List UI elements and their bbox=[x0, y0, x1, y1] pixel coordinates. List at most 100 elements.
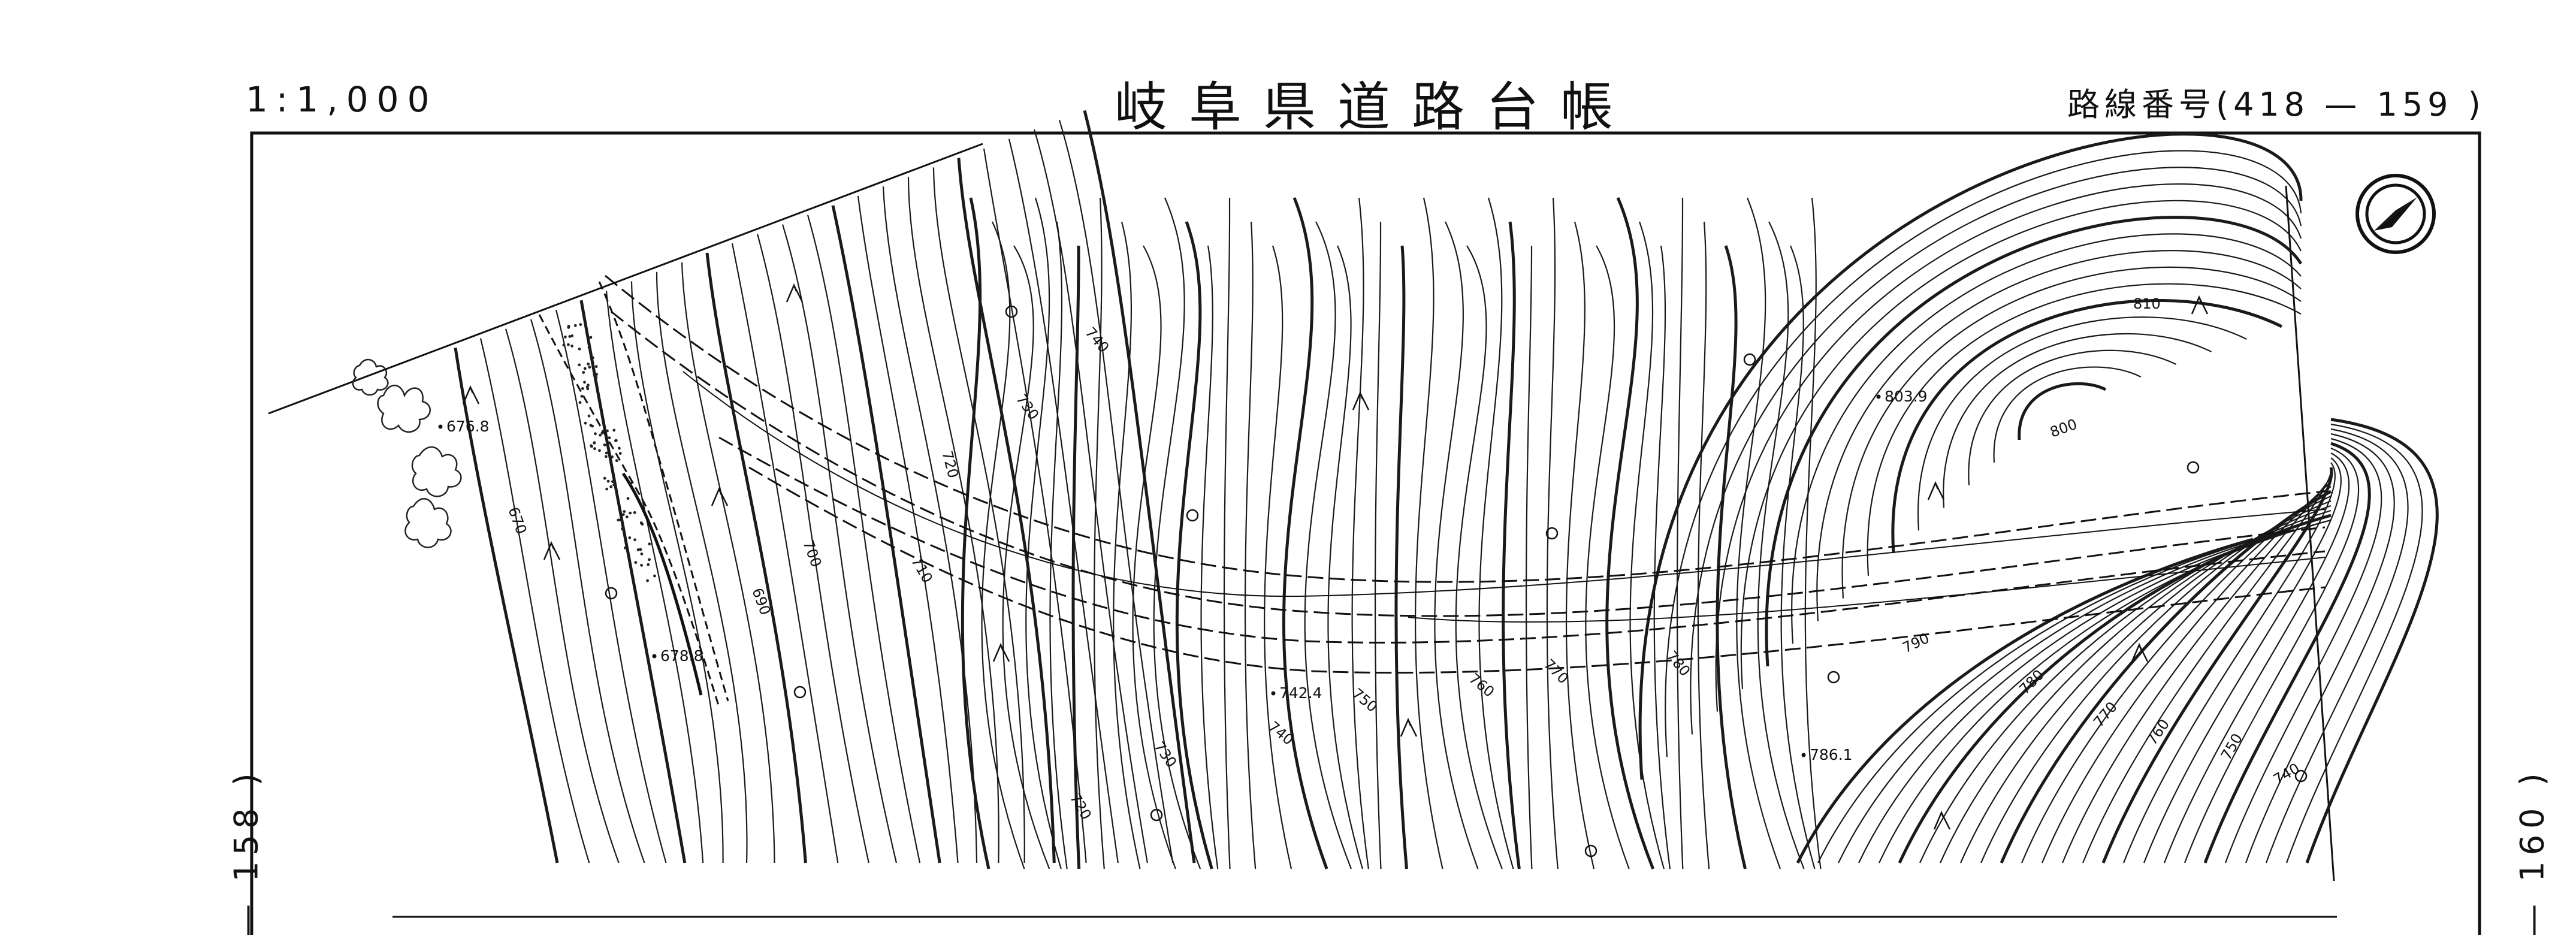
contour-line bbox=[2101, 467, 2333, 864]
contour-line bbox=[2018, 382, 2107, 440]
gravel-dot bbox=[614, 439, 617, 442]
spot-height-label: 678.8 bbox=[660, 647, 703, 665]
contour-line bbox=[981, 221, 1025, 869]
contour-line bbox=[857, 195, 959, 864]
gravel-dot bbox=[618, 446, 621, 450]
gravel-dot bbox=[606, 429, 609, 433]
contour-label: 740 bbox=[2270, 760, 2303, 788]
contour-line bbox=[731, 243, 839, 864]
gravel-dot bbox=[629, 511, 632, 515]
contour-label: 750 bbox=[2218, 730, 2246, 763]
gravel-dot bbox=[578, 401, 582, 404]
spot-height-label: 786.1 bbox=[1810, 746, 1853, 763]
contour-line bbox=[1455, 245, 1503, 869]
contour-label: 690 bbox=[748, 585, 774, 617]
contour-line bbox=[1697, 221, 1710, 869]
gravel-dot bbox=[623, 510, 626, 513]
gravel-dot bbox=[646, 579, 649, 582]
contour-line bbox=[1374, 221, 1382, 869]
gravel-dot bbox=[579, 323, 582, 326]
contour-line bbox=[1025, 197, 1062, 869]
gravel-dot bbox=[621, 527, 624, 530]
contour-line bbox=[2305, 418, 2439, 864]
stream-channel bbox=[538, 281, 729, 708]
gravel-dot bbox=[591, 356, 594, 360]
contour-line bbox=[1968, 349, 2177, 485]
gravel-dot bbox=[580, 394, 584, 398]
gravel-dot bbox=[598, 449, 601, 452]
contour-line bbox=[2265, 428, 2409, 864]
gravel-dot bbox=[578, 348, 581, 351]
contour-line bbox=[807, 215, 921, 864]
gravel-bar-stipple bbox=[562, 323, 656, 582]
contour-line bbox=[1740, 200, 2302, 689]
contour-label: 720 bbox=[938, 449, 962, 479]
survey-boundary-left bbox=[268, 143, 983, 415]
contour-line bbox=[756, 234, 869, 864]
gravel-dot bbox=[640, 563, 643, 567]
land-use-symbols bbox=[462, 283, 2308, 858]
spot-height-dot bbox=[438, 424, 443, 429]
contour-line bbox=[1879, 519, 2332, 864]
orchard-icon bbox=[1186, 509, 1199, 522]
gravel-dot bbox=[562, 343, 566, 347]
contour-line bbox=[1867, 283, 2302, 576]
gravel-dot bbox=[603, 443, 606, 446]
map-scale-label: 1:1,000 bbox=[246, 79, 438, 120]
contour-line bbox=[1394, 245, 1408, 869]
vegetation-symbols bbox=[352, 358, 462, 548]
wasteland-icon bbox=[786, 283, 804, 303]
contour-line bbox=[656, 271, 748, 864]
gravel-dot bbox=[615, 459, 618, 463]
spot-height-dot bbox=[1801, 753, 1806, 757]
gravel-dot bbox=[583, 381, 586, 384]
contour-label: 710 bbox=[908, 554, 936, 586]
wasteland-icon bbox=[711, 487, 729, 506]
gravel-dot bbox=[593, 447, 596, 451]
contour-line bbox=[555, 309, 667, 864]
gravel-dot bbox=[647, 563, 650, 566]
wasteland-icon bbox=[1352, 391, 1370, 410]
gravel-dot bbox=[593, 373, 596, 376]
survey-boundary-right bbox=[2285, 185, 2335, 881]
spot-height-dot bbox=[1271, 691, 1276, 696]
gravel-dot bbox=[584, 421, 587, 425]
gravel-dot bbox=[578, 363, 581, 367]
gravel-dot bbox=[593, 441, 596, 445]
contour-line bbox=[530, 319, 645, 864]
gravel-dot bbox=[594, 365, 598, 369]
gravel-dot bbox=[594, 432, 597, 436]
contour-line bbox=[1736, 197, 1781, 869]
contour-line bbox=[1585, 245, 1630, 869]
contour-line bbox=[1838, 529, 2294, 864]
gravel-dot bbox=[636, 548, 640, 551]
gravel-dot bbox=[623, 546, 627, 550]
contour-line bbox=[1638, 132, 2303, 780]
wasteland-icon bbox=[462, 385, 480, 404]
gravel-dot bbox=[583, 367, 587, 370]
contour-line bbox=[2000, 490, 2332, 864]
contour-line bbox=[2041, 481, 2332, 864]
gravel-dot bbox=[567, 326, 570, 329]
contour-line bbox=[831, 205, 941, 864]
contour-line bbox=[1282, 197, 1328, 869]
contour-line bbox=[957, 158, 1056, 864]
wasteland-icon bbox=[2131, 642, 2149, 662]
contour-line bbox=[1415, 197, 1443, 869]
contour-label: 810 bbox=[2133, 295, 2161, 312]
gravel-dot bbox=[582, 371, 585, 374]
wasteland-icon bbox=[992, 642, 1010, 662]
gravel-dot bbox=[611, 455, 614, 458]
wasteland-icon bbox=[1927, 481, 1945, 500]
orchard-icon bbox=[1584, 844, 1597, 858]
contour-line bbox=[1715, 183, 2302, 712]
gravel-dot bbox=[568, 335, 572, 338]
contour-line bbox=[1058, 120, 1174, 864]
spot-height-label: 676.8 bbox=[446, 418, 490, 435]
contour-line bbox=[2245, 433, 2395, 864]
contour-line bbox=[1917, 316, 2247, 531]
gravel-dot bbox=[567, 343, 570, 346]
orchard-icon bbox=[793, 686, 807, 699]
gravel-dot bbox=[589, 424, 593, 427]
